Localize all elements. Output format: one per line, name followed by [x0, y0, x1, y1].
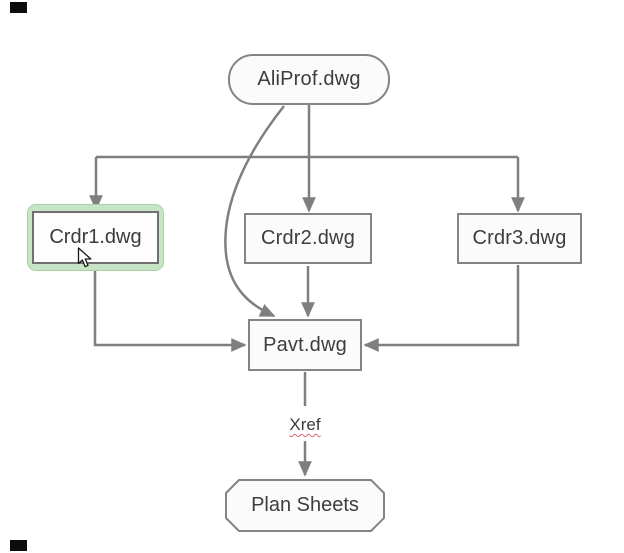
node-aliprof-label: AliProf.dwg [257, 68, 361, 90]
node-plan-sheets-label: Plan Sheets [251, 494, 359, 516]
node-plan-sheets[interactable]: Plan Sheets [225, 479, 385, 532]
octagon-shape [225, 479, 385, 532]
node-crdr1[interactable]: Crdr1.dwg [32, 211, 159, 264]
node-crdr2-label: Crdr2.dwg [260, 227, 356, 249]
edge-label-xref[interactable]: Xref [273, 413, 337, 437]
corner-mark-top [10, 2, 27, 13]
node-crdr3[interactable]: Crdr3.dwg [457, 213, 582, 264]
node-crdr3-label: Crdr3.dwg [472, 227, 567, 249]
edge-aliprof-pavt-curve [224, 105, 285, 318]
corner-mark-bottom [10, 540, 27, 551]
node-pavt-label: Pavt.dwg [263, 333, 347, 356]
node-pavt[interactable]: Pavt.dwg [248, 319, 362, 371]
edge-crdr3-pavt [363, 265, 520, 352]
node-crdr1-label: Crdr1.dwg [49, 226, 142, 248]
edge-label-xref-text: Xref [289, 415, 321, 434]
node-crdr2[interactable]: Crdr2.dwg [244, 213, 372, 264]
node-aliprof[interactable]: AliProf.dwg [228, 54, 390, 105]
edge-crdr1-pavt [93, 271, 247, 352]
